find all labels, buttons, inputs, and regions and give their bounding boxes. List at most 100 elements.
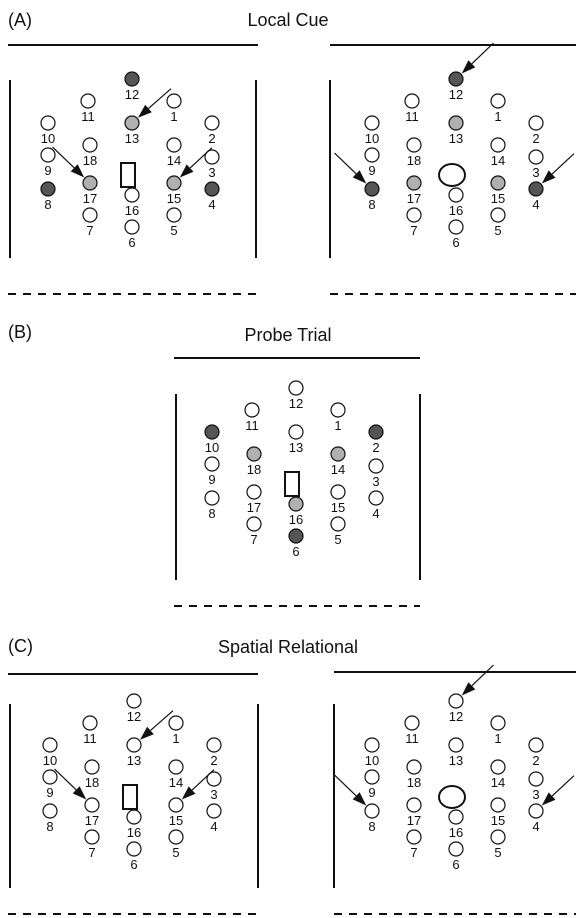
well-9 <box>204 456 220 472</box>
well-number: 2 <box>532 131 539 146</box>
well-9 <box>364 769 380 785</box>
well-number: 3 <box>208 165 215 180</box>
well-8 <box>204 490 220 506</box>
arrow-head <box>181 786 196 800</box>
well-12 <box>124 71 140 87</box>
well-13 <box>124 115 140 131</box>
well-number: 1 <box>170 109 177 124</box>
well-7 <box>84 829 100 845</box>
well-7 <box>82 207 98 223</box>
arrow-head <box>72 786 87 800</box>
well-number: 17 <box>85 813 99 828</box>
well-number: 10 <box>205 440 219 455</box>
well-number: 8 <box>368 819 375 834</box>
well-number: 14 <box>331 462 345 477</box>
well-11 <box>244 402 260 418</box>
arrow-head <box>461 60 476 74</box>
well-17 <box>82 175 98 191</box>
well-5 <box>330 516 346 532</box>
arrow <box>52 146 75 169</box>
well-number: 16 <box>289 512 303 527</box>
well-number: 17 <box>407 813 421 828</box>
well-10 <box>204 424 220 440</box>
well-9 <box>364 147 380 163</box>
arrow <box>471 664 494 687</box>
well-number: 15 <box>491 813 505 828</box>
well-10 <box>42 737 58 753</box>
well-13 <box>448 737 464 753</box>
well-number: 6 <box>452 857 459 872</box>
arrow-head <box>541 792 556 806</box>
well-11 <box>404 93 420 109</box>
well-number: 3 <box>532 787 539 802</box>
well-5 <box>168 829 184 845</box>
well-12 <box>448 71 464 87</box>
well-16 <box>126 809 142 825</box>
well-number: 6 <box>292 544 299 559</box>
well-number: 8 <box>46 819 53 834</box>
well-number: 4 <box>208 197 215 212</box>
rectangle-object <box>122 784 138 810</box>
ellipse-object <box>438 785 466 809</box>
well-4 <box>204 181 220 197</box>
well-8 <box>364 181 380 197</box>
well-number: 2 <box>532 753 539 768</box>
well-number: 2 <box>372 440 379 455</box>
well-18 <box>84 759 100 775</box>
well-2 <box>368 424 384 440</box>
well-number: 12 <box>449 87 463 102</box>
panel-title: Local Cue <box>247 10 328 30</box>
well-8 <box>42 803 58 819</box>
well-number: 14 <box>491 775 505 790</box>
well-number: 15 <box>167 191 181 206</box>
well-number: 15 <box>491 191 505 206</box>
well-17 <box>84 797 100 813</box>
well-5 <box>166 207 182 223</box>
well-12 <box>288 380 304 396</box>
well-7 <box>406 207 422 223</box>
well-number: 1 <box>334 418 341 433</box>
well-number: 9 <box>44 163 51 178</box>
well-1 <box>166 93 182 109</box>
well-number: 9 <box>46 785 53 800</box>
rectangle-object <box>284 471 300 497</box>
well-number: 12 <box>125 87 139 102</box>
arrow <box>551 775 575 797</box>
well-4 <box>368 490 384 506</box>
well-14 <box>490 137 506 153</box>
well-15 <box>490 797 506 813</box>
arrow-head <box>70 164 85 178</box>
panel-title: Spatial Relational <box>218 637 358 657</box>
well-number: 16 <box>449 825 463 840</box>
well-6 <box>448 841 464 857</box>
well-8 <box>40 181 56 197</box>
well-number: 16 <box>449 203 463 218</box>
well-9 <box>40 147 56 163</box>
well-15 <box>330 484 346 500</box>
well-8 <box>364 803 380 819</box>
well-number: 8 <box>368 197 375 212</box>
well-number: 5 <box>494 845 501 860</box>
panel-label: (A) <box>8 10 32 30</box>
arrow-head <box>352 792 367 806</box>
well-number: 12 <box>449 709 463 724</box>
panel-c: (C)Spatial Relational1234567891011121314… <box>8 636 576 915</box>
well-2 <box>528 737 544 753</box>
well-15 <box>168 797 184 813</box>
well-number: 7 <box>410 223 417 238</box>
well-4 <box>528 803 544 819</box>
well-16 <box>448 187 464 203</box>
arrow <box>551 153 575 175</box>
arrow <box>191 769 215 791</box>
well-1 <box>490 93 506 109</box>
well-16 <box>288 496 304 512</box>
well-3 <box>368 458 384 474</box>
well-10 <box>40 115 56 131</box>
panel-b: (B)Probe Trial12345678910111213141516171… <box>8 322 421 607</box>
well-2 <box>206 737 222 753</box>
well-number: 12 <box>289 396 303 411</box>
